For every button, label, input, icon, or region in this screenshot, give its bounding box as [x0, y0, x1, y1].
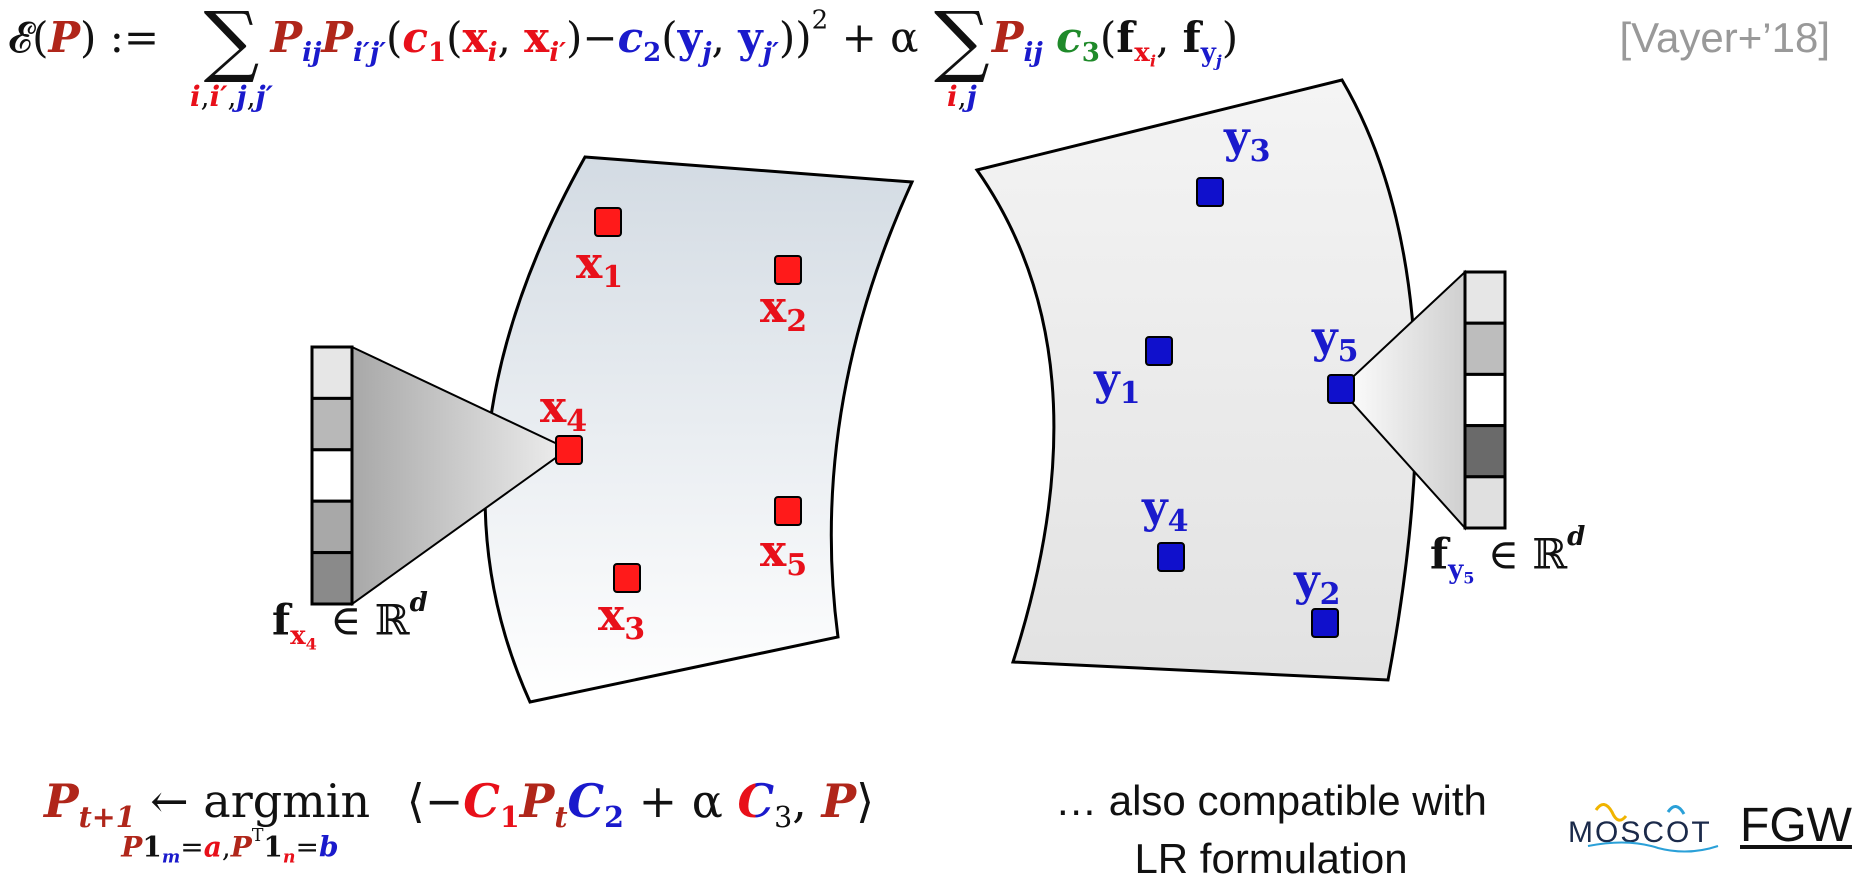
label-y1: y1 — [1094, 354, 1141, 411]
point-x4 — [555, 435, 583, 465]
target-feature-label: fy5 ∈ ℝd — [1430, 522, 1586, 588]
argmin-constraint: P1m=a,PT1n=b — [121, 826, 339, 868]
target-domain — [974, 78, 1418, 682]
source-feature-cell-3 — [310, 448, 354, 503]
label-x3: x3 — [598, 590, 646, 647]
point-x2 — [774, 255, 802, 285]
source-feature-label: fx4 ∈ ℝd — [272, 588, 428, 654]
source-feature-cell-2 — [310, 396, 354, 452]
point-y4 — [1157, 542, 1185, 572]
label-y3: y3 — [1224, 112, 1271, 169]
source-feature-cell-4 — [310, 499, 354, 555]
fgw-label: FGW — [1740, 799, 1852, 852]
target-feature-cell-2 — [1463, 321, 1507, 376]
label-y2: y2 — [1294, 555, 1341, 612]
point-x3 — [613, 563, 641, 593]
sum-symbol-2: ∑ i,j — [934, 0, 990, 113]
source-feature-cell-1 — [310, 345, 354, 400]
label-x2: x2 — [760, 282, 808, 339]
sum-symbol-1: ∑ i,i′,j,j′ — [189, 0, 274, 113]
point-y2 — [1311, 608, 1339, 638]
label-x5: x5 — [760, 526, 808, 583]
point-y3 — [1196, 177, 1224, 207]
point-x5 — [774, 496, 802, 526]
target-feature-cell-5 — [1463, 475, 1507, 530]
target-feature-vector — [1463, 270, 1507, 530]
update-formula: Pt+1 ← argmin P1m=a,PT1n=b ⟨−C1PtC2 + α … — [44, 774, 875, 868]
label-y4: y4 — [1142, 482, 1189, 539]
target-feature-cell-3 — [1463, 372, 1507, 428]
target-feature-cell-1 — [1463, 270, 1507, 325]
citation: [Vayer+’18] — [1619, 14, 1830, 61]
label-x4: x4 — [540, 382, 588, 439]
label-x1: x1 — [576, 238, 624, 295]
lr-compatibility-note: … also compatible with LR formulation — [1055, 777, 1487, 882]
energy-formula: 𝓔(P) := ∑ i,i′,j,j′ PijPi′j′(c1(xi, xi′)… — [8, 0, 1239, 113]
point-x1 — [594, 207, 622, 237]
source-feature-cell-5 — [310, 551, 354, 606]
point-y1 — [1145, 336, 1173, 366]
moscot-logo: MOSCOT — [1568, 803, 1719, 853]
point-y5 — [1327, 374, 1355, 404]
target-feature-cell-4 — [1463, 424, 1507, 479]
label-y5: y5 — [1312, 312, 1359, 369]
source-feature-vector — [310, 345, 354, 606]
source-domain — [483, 155, 915, 704]
